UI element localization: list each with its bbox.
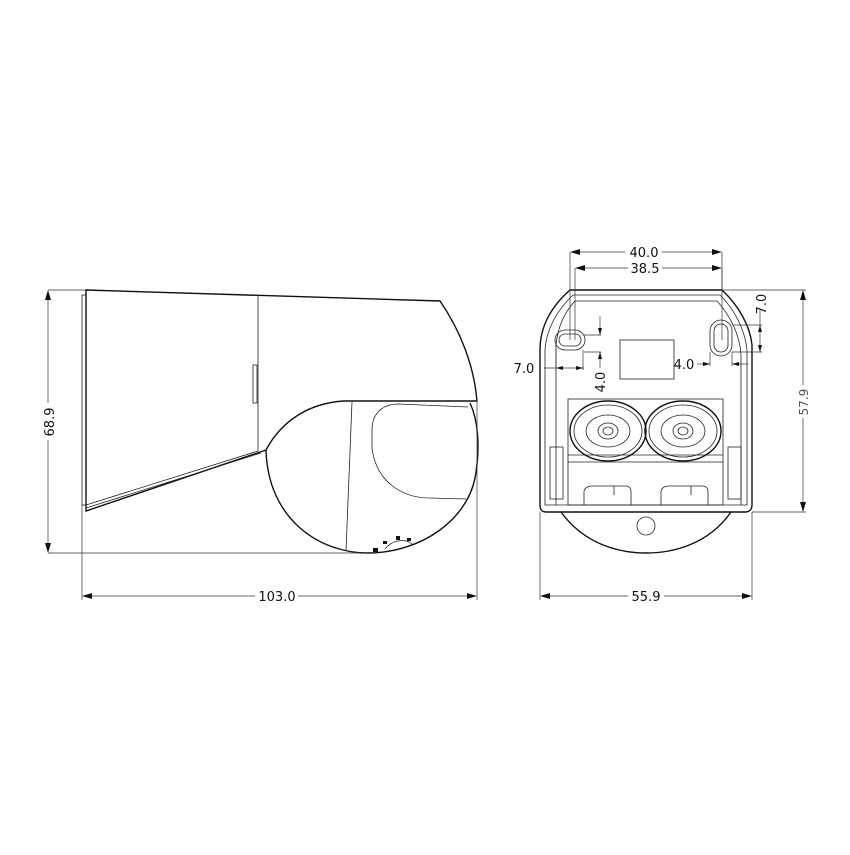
spacing-40-label: 40.0 — [630, 246, 659, 261]
side-height-label: 68.9 — [43, 408, 58, 437]
left-4-label: 4.0 — [594, 372, 609, 393]
lens-window — [371, 403, 469, 500]
dimension-right-offset: 7.0 — [732, 294, 770, 353]
screw-hole — [636, 516, 656, 536]
label-window — [619, 339, 675, 380]
side-view — [81, 289, 479, 554]
left-7-label: 7.0 — [514, 362, 535, 377]
right-4-label: 4.0 — [674, 358, 695, 373]
rear-height-label: 57.9 — [797, 389, 811, 416]
dimension-left-hole: 4.0 — [584, 316, 609, 392]
rear-view — [539, 289, 753, 554]
side-length-label: 103.0 — [258, 590, 295, 605]
terminal-block — [567, 398, 724, 506]
housing-outline — [85, 289, 478, 512]
terminal-right — [644, 400, 722, 462]
dimension-left-offset: 7.0 — [514, 350, 584, 377]
spacing-38-label: 38.5 — [631, 262, 660, 277]
mount-disc — [560, 511, 732, 554]
sensitivity-markings — [373, 536, 413, 552]
right-7-label: 7.0 — [755, 294, 770, 315]
dimension-rear-width: 55.9 — [539, 512, 753, 605]
dimension-hole-spacing-outer: 40.0 — [569, 246, 723, 340]
sensor-dome — [265, 402, 479, 554]
dimension-hole-spacing-inner: 38.5 — [574, 262, 723, 340]
rear-width-label: 55.9 — [632, 590, 661, 605]
dimension-side-height: 68.9 — [43, 289, 368, 554]
dimension-rear-height: 57.9 — [722, 289, 811, 513]
mount-hole-right — [709, 319, 733, 357]
terminal-left — [569, 400, 647, 462]
dimension-right-hole: 4.0 — [674, 352, 748, 373]
rear-body-outer — [539, 289, 753, 513]
clip — [252, 364, 258, 404]
dimension-side-length: 103.0 — [81, 402, 478, 605]
